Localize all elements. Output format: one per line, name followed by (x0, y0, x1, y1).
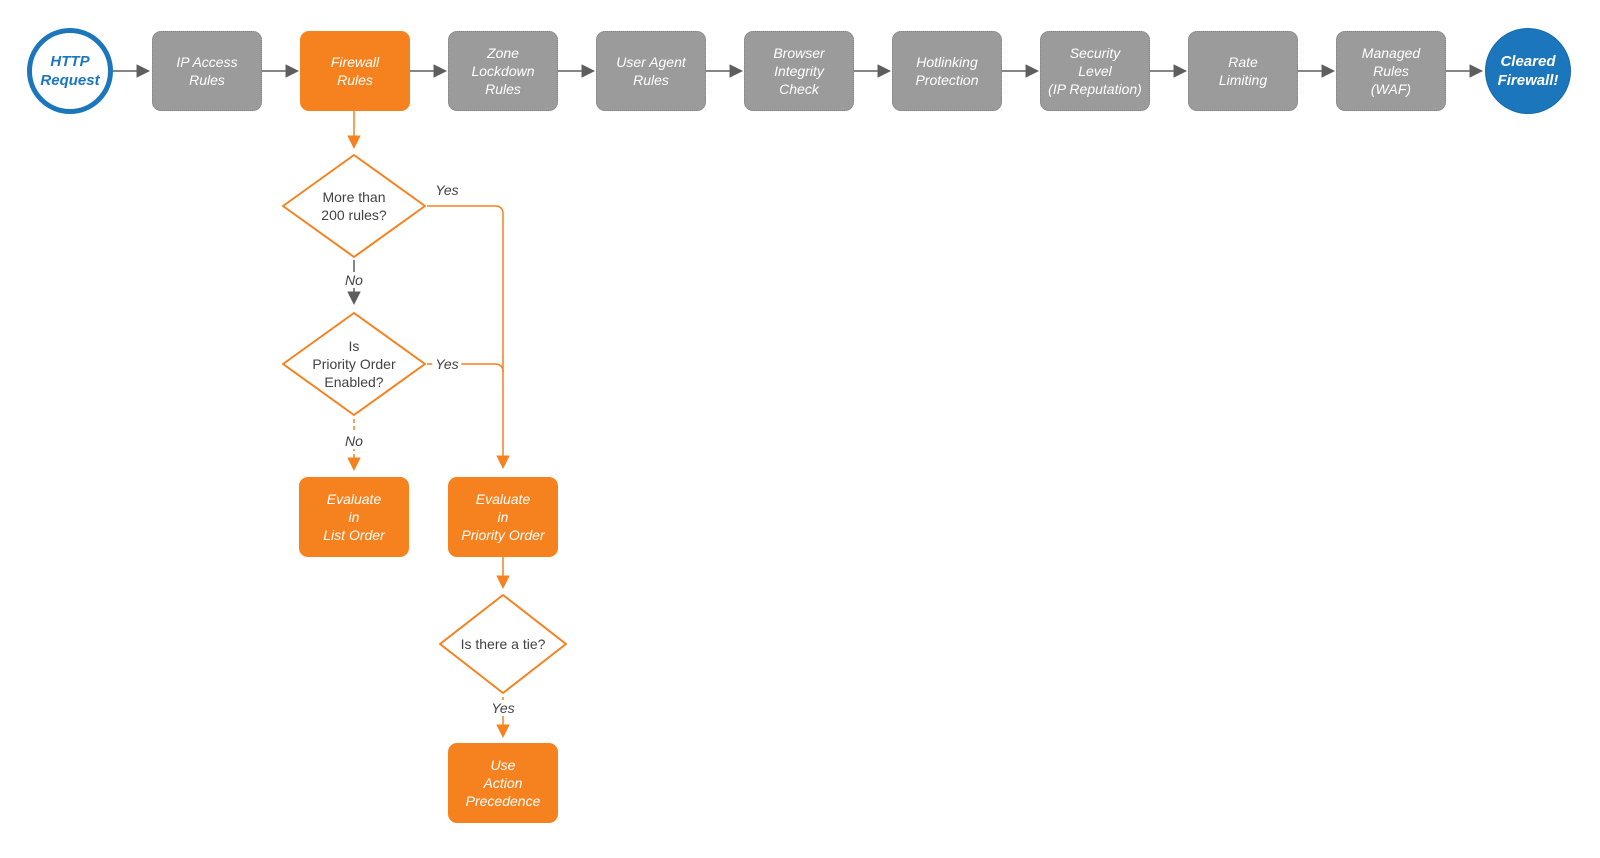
node-label: Browser Integrity Check (773, 45, 825, 97)
node-label: Evaluate in List Order (323, 491, 385, 543)
edge-label-yes-1: Yes (432, 182, 462, 198)
node-label: Firewall Rules (330, 54, 380, 88)
diamond-shape (439, 594, 567, 694)
stage-node-user-agent-rules: User Agent Rules (596, 31, 706, 111)
node-label: Cleared Firewall! (1497, 53, 1559, 89)
action-node-use-action-precedence: Use Action Precedence (448, 743, 558, 823)
stage-node-zone-lockdown-rules: Zone Lockdown Rules (448, 31, 558, 111)
node-label: Use Action Precedence (465, 757, 541, 809)
edge-label-no-1: No (342, 272, 366, 288)
stage-node-firewall-rules: Firewall Rules (300, 31, 410, 111)
node-label: Security Level (IP Reputation) (1048, 45, 1142, 97)
edge-label-yes-2: Yes (432, 356, 462, 372)
edge-label-no-2: No (342, 433, 366, 449)
stage-node-managed-rules-waf: Managed Rules (WAF) (1336, 31, 1446, 111)
stage-node-browser-integrity-check: Browser Integrity Check (744, 31, 854, 111)
node-label: Zone Lockdown Rules (471, 45, 535, 97)
diamond-shape (282, 154, 426, 258)
stage-node-hotlinking-protection: Hotlinking Protection (892, 31, 1002, 111)
stage-node-rate-limiting: Rate Limiting (1188, 31, 1298, 111)
node-label: User Agent Rules (616, 54, 686, 88)
line-decision2-yes-merge (427, 363, 504, 373)
diamond-shape (282, 312, 426, 416)
edge-label-yes-3: Yes (488, 700, 518, 716)
node-label: Evaluate in Priority Order (461, 491, 545, 543)
node-label: Managed Rules (WAF) (1361, 45, 1421, 97)
stage-node-security-level: Security Level (IP Reputation) (1040, 31, 1150, 111)
node-label: Is there a tie? (460, 636, 546, 652)
action-node-evaluate-priority-order: Evaluate in Priority Order (448, 477, 558, 557)
decision-node-more-than-200-rules: More than 200 rules? (281, 153, 427, 259)
node-label: Hotlinking Protection (915, 54, 979, 88)
node-label: Is Priority Order Enabled? (312, 338, 396, 390)
node-label: IP Access Rules (176, 54, 238, 88)
decision-node-priority-order-enabled: Is Priority Order Enabled? (281, 311, 427, 417)
line-decision1-yes-to-priority-order (427, 205, 510, 470)
end-node-cleared-firewall: Cleared Firewall! (1485, 28, 1571, 114)
node-label: More than 200 rules? (321, 189, 387, 223)
stage-node-ip-access-rules: IP Access Rules (152, 31, 262, 111)
node-label: Rate Limiting (1218, 54, 1268, 88)
decision-node-is-there-a-tie: Is there a tie? (438, 593, 568, 695)
start-node-http-request: HTTP Request (27, 28, 113, 114)
action-node-evaluate-list-order: Evaluate in List Order (299, 477, 409, 557)
node-label: HTTP Request (40, 53, 100, 89)
